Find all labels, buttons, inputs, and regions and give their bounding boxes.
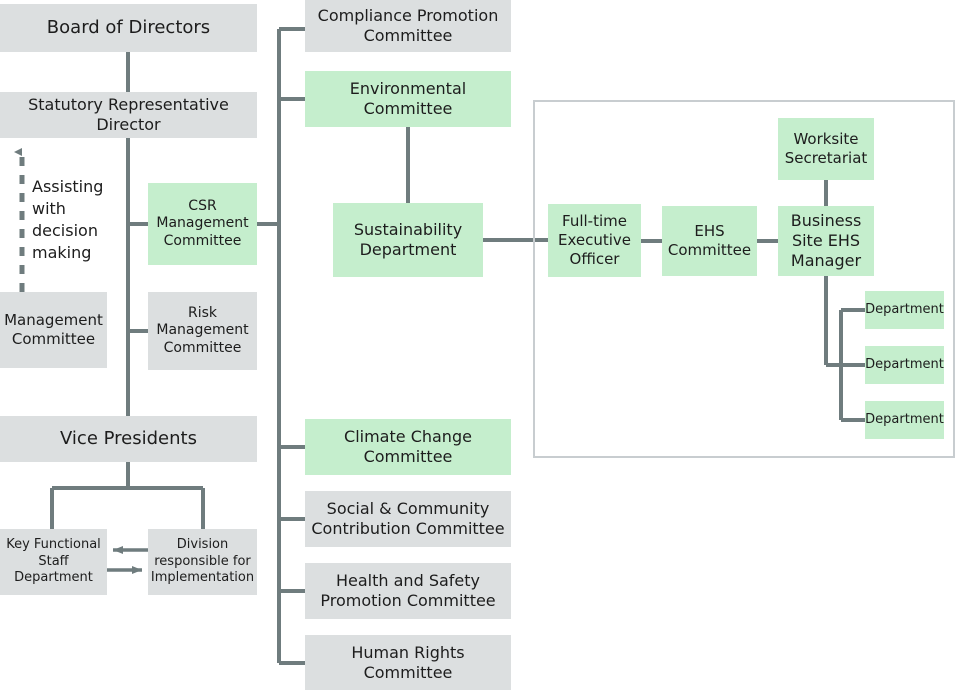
node-statutory-representative-director[interactable]: Statutory Representative Director — [0, 92, 257, 138]
ehs-panel-border — [533, 100, 955, 458]
node-worksite-secretariat[interactable]: Worksite Secretariat — [778, 118, 874, 180]
node-department-1[interactable]: Department — [865, 291, 944, 329]
node-board-of-directors[interactable]: Board of Directors — [0, 4, 257, 52]
node-ehs-committee[interactable]: EHS Committee — [662, 206, 757, 276]
node-department-3[interactable]: Department — [865, 401, 944, 439]
node-department-2[interactable]: Department — [865, 346, 944, 384]
node-human-rights-committee[interactable]: Human Rights Committee — [305, 635, 511, 690]
assisting-with-decision-making-label: Assisting with decision making — [32, 177, 104, 263]
node-sustainability-department[interactable]: Sustainability Department — [333, 203, 483, 277]
node-full-time-executive-officer[interactable]: Full-time Executive Officer — [548, 204, 641, 277]
node-compliance-promotion-committee[interactable]: Compliance Promotion Committee — [305, 0, 511, 52]
node-social-community-contribution-committee[interactable]: Social & Community Contribution Committe… — [305, 491, 511, 547]
node-environmental-committee[interactable]: Environmental Committee — [305, 71, 511, 127]
node-health-and-safety-promotion-committee[interactable]: Health and Safety Promotion Committee — [305, 563, 511, 619]
node-business-site-ehs-manager[interactable]: Business Site EHS Manager — [778, 206, 874, 276]
node-division-responsible-for-implementation[interactable]: Division responsible for Implementation — [148, 529, 257, 595]
node-climate-change-committee[interactable]: Climate Change Committee — [305, 419, 511, 475]
node-csr-management-committee[interactable]: CSR Management Committee — [148, 183, 257, 265]
node-key-functional-staff-department[interactable]: Key Functional Staff Department — [0, 529, 107, 595]
node-vice-presidents[interactable]: Vice Presidents — [0, 416, 257, 462]
node-management-committee[interactable]: Management Committee — [0, 292, 107, 368]
node-risk-management-committee[interactable]: Risk Management Committee — [148, 292, 257, 370]
